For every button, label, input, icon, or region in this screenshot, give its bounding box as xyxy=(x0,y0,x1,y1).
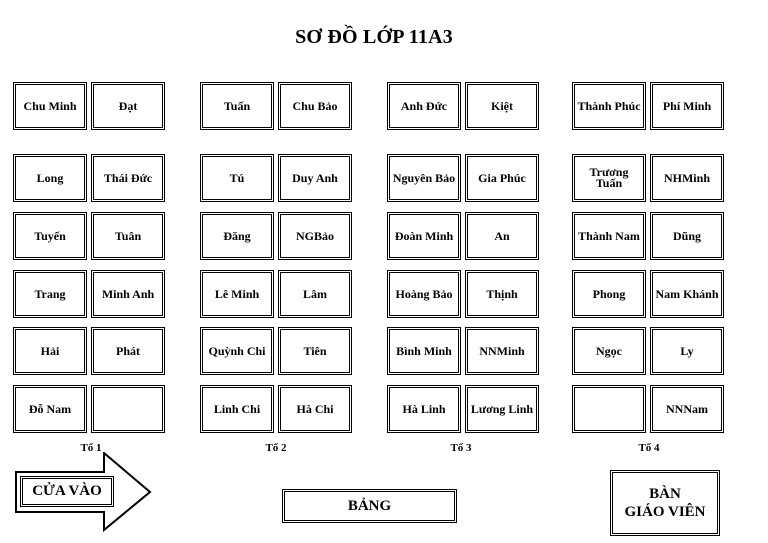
entrance-label: CỬA VÀO xyxy=(20,476,114,507)
seat[interactable]: Ly xyxy=(650,327,724,375)
seat[interactable]: Lâm xyxy=(278,270,352,318)
seat[interactable]: Hải xyxy=(13,327,87,375)
seat[interactable]: Tú xyxy=(200,154,274,202)
seat[interactable]: Kiệt xyxy=(465,82,539,130)
seat[interactable]: Anh Đức xyxy=(387,82,461,130)
seat[interactable]: Hà Linh xyxy=(387,385,461,433)
seat[interactable]: Trang xyxy=(13,270,87,318)
seat[interactable]: Tuấn xyxy=(200,82,274,130)
seat[interactable]: NGBảo xyxy=(278,212,352,260)
seat[interactable]: Đoàn Minh xyxy=(387,212,461,260)
seat[interactable]: Thành Nam xyxy=(572,212,646,260)
seat[interactable]: Nguyên Bảo xyxy=(387,154,461,202)
seat[interactable]: Thái Đức xyxy=(91,154,165,202)
seat[interactable]: Tuyến xyxy=(13,212,87,260)
seat[interactable]: NHMinh xyxy=(650,154,724,202)
seat[interactable]: Bình Minh xyxy=(387,327,461,375)
seat[interactable]: Nam Khánh xyxy=(650,270,724,318)
group-label: Tổ 1 xyxy=(80,442,102,454)
seat[interactable]: Lê Minh xyxy=(200,270,274,318)
seat[interactable]: NNNam xyxy=(650,385,724,433)
seat[interactable]: Tuân xyxy=(91,212,165,260)
seat[interactable]: Chu Minh xyxy=(13,82,87,130)
teacher-desk-line1: BÀN xyxy=(649,486,681,502)
seat[interactable]: Chu Bảo xyxy=(278,82,352,130)
seat[interactable]: Trương Tuấn xyxy=(572,154,646,202)
seat-empty[interactable] xyxy=(91,385,165,433)
seat[interactable]: Đăng xyxy=(200,212,274,260)
seat[interactable]: Gia Phúc xyxy=(465,154,539,202)
seat[interactable]: Tiên xyxy=(278,327,352,375)
seat[interactable]: Hà Chi xyxy=(278,385,352,433)
seat[interactable]: Phát xyxy=(91,327,165,375)
seat[interactable]: Thành Phúc xyxy=(572,82,646,130)
seat[interactable]: Đỗ Nam xyxy=(13,385,87,433)
group-label: Tổ 4 xyxy=(638,442,660,454)
page-title: SƠ ĐỒ LỚP 11A3 xyxy=(295,26,453,48)
group-label: Tổ 2 xyxy=(265,442,287,454)
teacher-desk: BÀN GIÁO VIÊN xyxy=(610,470,720,536)
seat[interactable]: Long xyxy=(13,154,87,202)
seat[interactable]: NNMinh xyxy=(465,327,539,375)
seat[interactable]: Ngọc xyxy=(572,327,646,375)
seat[interactable]: Lương Linh xyxy=(465,385,539,433)
seat[interactable]: Minh Anh xyxy=(91,270,165,318)
seat-empty[interactable] xyxy=(572,385,646,433)
seat[interactable]: Hoàng Bảo xyxy=(387,270,461,318)
board: BẢNG xyxy=(282,489,457,523)
seat[interactable]: Dũng xyxy=(650,212,724,260)
seat[interactable]: Quỳnh Chi xyxy=(200,327,274,375)
seat[interactable]: Duy Anh xyxy=(278,154,352,202)
seat[interactable]: Phong xyxy=(572,270,646,318)
group-label: Tổ 3 xyxy=(450,442,472,454)
seat[interactable]: An xyxy=(465,212,539,260)
seat[interactable]: Phí Minh xyxy=(650,82,724,130)
seat[interactable]: Thịnh xyxy=(465,270,539,318)
seat[interactable]: Linh Chi xyxy=(200,385,274,433)
teacher-desk-line2: GIÁO VIÊN xyxy=(624,504,706,520)
seat[interactable]: Đạt xyxy=(91,82,165,130)
